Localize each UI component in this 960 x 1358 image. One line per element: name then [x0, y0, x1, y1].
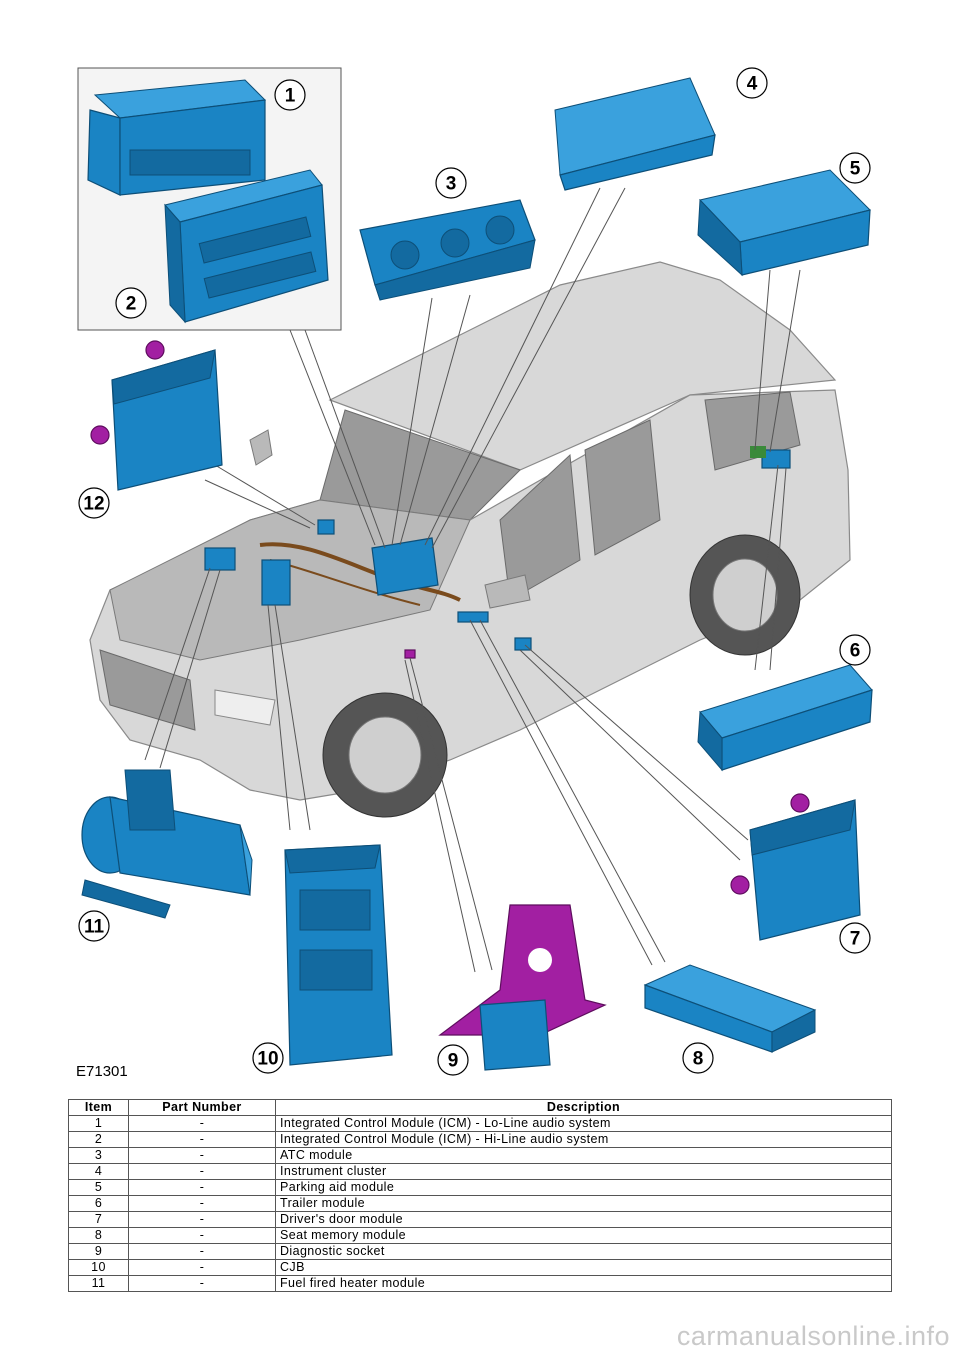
callout-2-label: 2 — [126, 294, 137, 315]
callout-11-label: 11 — [84, 917, 105, 938]
vehicle-illustration — [89, 261, 851, 818]
cell-part-number: - — [128, 1131, 276, 1148]
module-icm-hi-line — [164, 169, 329, 324]
table-row: 2-Integrated Control Module (ICM) - Hi-L… — [68, 1131, 892, 1148]
cell-part-number: - — [128, 1195, 276, 1212]
callout-9-label: 9 — [448, 1051, 459, 1072]
cell-item: 11 — [68, 1275, 129, 1292]
cell-description: Integrated Control Module (ICM) - Hi-Lin… — [275, 1131, 892, 1148]
cell-item: 6 — [68, 1195, 129, 1212]
table-row: 11-Fuel fired heater module — [68, 1275, 892, 1292]
cell-part-number: - — [128, 1259, 276, 1276]
callout-4: 4 — [736, 67, 768, 99]
cell-part-number: - — [128, 1115, 276, 1132]
callout-11: 11 — [78, 910, 110, 942]
cell-item: 7 — [68, 1211, 129, 1228]
callout-9: 9 — [437, 1044, 469, 1076]
location-diagram: 1 2 3 4 5 6 7 8 9 10 11 12 — [76, 67, 873, 1080]
module-fuel-fired-heater — [81, 769, 253, 919]
cell-part-number: - — [128, 1163, 276, 1180]
cell-part-number: - — [128, 1179, 276, 1196]
cell-description: CJB — [275, 1259, 892, 1276]
callout-12: 12 — [78, 487, 110, 519]
parts-table: Item Part Number Description 1-Integrate… — [68, 1099, 892, 1292]
callout-1: 1 — [274, 79, 306, 111]
table-row: 4-Instrument cluster — [68, 1163, 892, 1180]
cell-item: 3 — [68, 1147, 129, 1164]
table-row: 5-Parking aid module — [68, 1179, 892, 1196]
table-row: 8-Seat memory module — [68, 1227, 892, 1244]
cell-description: Instrument cluster — [275, 1163, 892, 1180]
table-row: 7-Driver's door module — [68, 1211, 892, 1228]
module-cjb — [284, 844, 393, 1066]
callout-1-label: 1 — [285, 86, 296, 107]
callout-7: 7 — [839, 922, 871, 954]
watermark: carmanualsonline.info — [676, 1321, 950, 1351]
callout-2: 2 — [115, 287, 147, 319]
table-body: 1-Integrated Control Module (ICM) - Lo-L… — [68, 1115, 892, 1292]
cell-part-number: - — [128, 1243, 276, 1260]
module-instrument-cluster — [554, 77, 716, 191]
cell-description: ATC module — [275, 1147, 892, 1164]
cell-description: Diagnostic socket — [275, 1243, 892, 1260]
callout-3-label: 3 — [446, 174, 457, 195]
cell-part-number: - — [128, 1211, 276, 1228]
table-header-row: Item Part Number Description — [68, 1099, 892, 1116]
header-item: Item — [68, 1099, 129, 1116]
cell-item: 1 — [68, 1115, 129, 1132]
callout-5: 5 — [839, 152, 871, 184]
cell-description: Integrated Control Module (ICM) - Lo-Lin… — [275, 1115, 892, 1132]
callout-8: 8 — [682, 1042, 714, 1074]
callout-10-label: 10 — [257, 1049, 278, 1070]
module-parking-aid — [697, 169, 871, 277]
cell-description: Driver's door module — [275, 1211, 892, 1228]
module-atc — [359, 199, 536, 301]
leader-lines — [144, 187, 801, 973]
cell-item: 8 — [68, 1227, 129, 1244]
callout-10: 10 — [252, 1042, 284, 1074]
callout-8-label: 8 — [693, 1049, 704, 1070]
cell-item: 10 — [68, 1259, 129, 1276]
module-icm-lo-line — [87, 79, 267, 196]
module-12 — [90, 340, 223, 491]
table-row: 9-Diagnostic socket — [68, 1243, 892, 1260]
cell-item: 2 — [68, 1131, 129, 1148]
callout-7-label: 7 — [850, 929, 861, 950]
callout-6: 6 — [839, 634, 871, 666]
table-row: 1-Integrated Control Module (ICM) - Lo-L… — [68, 1115, 892, 1132]
cell-part-number: - — [128, 1227, 276, 1244]
module-trailer — [697, 664, 873, 772]
table-row: 3-ATC module — [68, 1147, 892, 1164]
cell-description: Seat memory module — [275, 1227, 892, 1244]
cell-item: 4 — [68, 1163, 129, 1180]
cell-description: Fuel fired heater module — [275, 1275, 892, 1292]
module-diagnostic-socket — [438, 904, 607, 1071]
header-description: Description — [275, 1099, 892, 1116]
callout-12-label: 12 — [83, 494, 104, 515]
callout-4-label: 4 — [747, 74, 758, 95]
cell-description: Parking aid module — [275, 1179, 892, 1196]
callout-6-label: 6 — [850, 641, 861, 662]
cell-part-number: - — [128, 1275, 276, 1292]
table-row: 6-Trailer module — [68, 1195, 892, 1212]
cell-item: 5 — [68, 1179, 129, 1196]
callout-3: 3 — [435, 167, 467, 199]
cell-item: 9 — [68, 1243, 129, 1260]
module-seat-memory — [643, 964, 817, 1053]
figure-reference: E71301 — [76, 1063, 128, 1080]
callout-5-label: 5 — [850, 159, 861, 180]
table-row: 10-CJB — [68, 1259, 892, 1276]
module-drivers-door — [730, 793, 861, 941]
header-part-number: Part Number — [128, 1099, 276, 1116]
cell-part-number: - — [128, 1147, 276, 1164]
cell-description: Trailer module — [275, 1195, 892, 1212]
